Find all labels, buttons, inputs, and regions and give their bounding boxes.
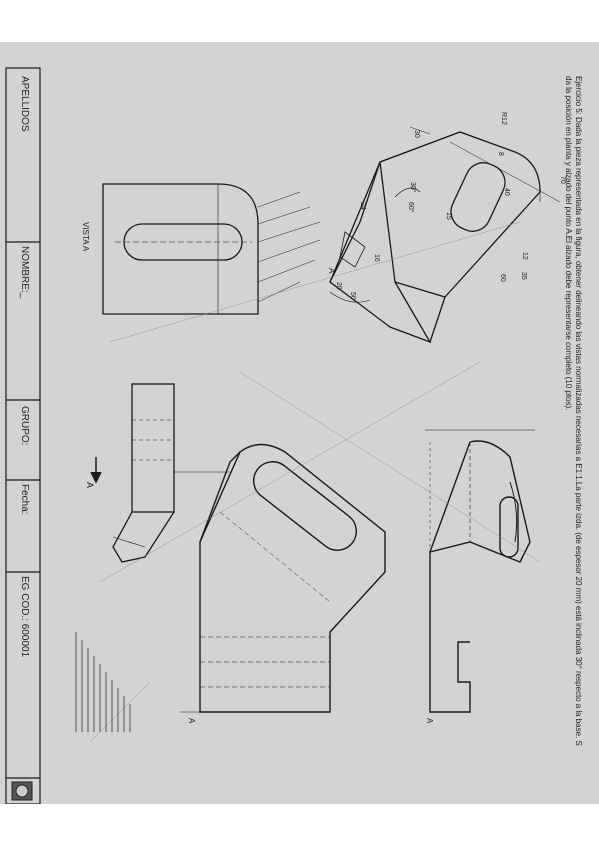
grupo-label: GRUPO: (19, 406, 30, 446)
dim-50: 50 (349, 292, 356, 300)
auxiliary-view-a (102, 183, 321, 315)
right-view (425, 429, 535, 713)
dim-16: 16 (373, 254, 380, 262)
dim-60: 60 (499, 274, 506, 282)
drawing-sheet: Ejercicio 5: Dada la pieza representada … (0, 42, 599, 804)
front-view (180, 443, 386, 713)
dim-40: 40 (503, 188, 510, 196)
construction-lines (89, 221, 541, 743)
dim-15: 15 (445, 212, 452, 220)
course-code-label: EG COD.: 600001 (19, 576, 30, 658)
view-arrow-a-icon (90, 457, 102, 484)
dim-ang60: 60° (407, 202, 414, 213)
dim-ang30: 30° (409, 182, 416, 193)
point-a-iso-label: A (327, 268, 336, 274)
exercise-statement-line2: da la posición en planta y alzado del pu… (564, 76, 573, 411)
isometric-view (329, 126, 561, 344)
dim-70: 70 (559, 176, 566, 184)
dim-8: 8 (497, 152, 504, 156)
dim-30a: 30 (413, 130, 420, 138)
exercise-statement-line1: Ejercicio 5: Dada la pieza representada … (574, 76, 583, 746)
title-block-frame (5, 67, 41, 804)
arrow-a-label: A (85, 482, 95, 489)
point-a-right-label: A (425, 718, 434, 724)
dim-r12: R12 (500, 112, 507, 125)
apellidos-label: APELLIDOS (19, 76, 30, 132)
side-view (112, 383, 230, 563)
vista-a-label: VISTA A (81, 222, 90, 252)
dim-20: 20 (335, 282, 342, 290)
dim-12: 12 (521, 252, 528, 260)
technical-drawing (5, 67, 561, 804)
nombre-label: NOMBRE:_ (19, 246, 30, 299)
scale-strip (75, 632, 131, 732)
university-logo-icon (11, 781, 33, 801)
point-a-front-label: A (187, 718, 196, 724)
dim-24: 24 (359, 202, 366, 210)
dim-35: 35 (520, 272, 527, 280)
fecha-label: Fecha: (19, 484, 30, 515)
